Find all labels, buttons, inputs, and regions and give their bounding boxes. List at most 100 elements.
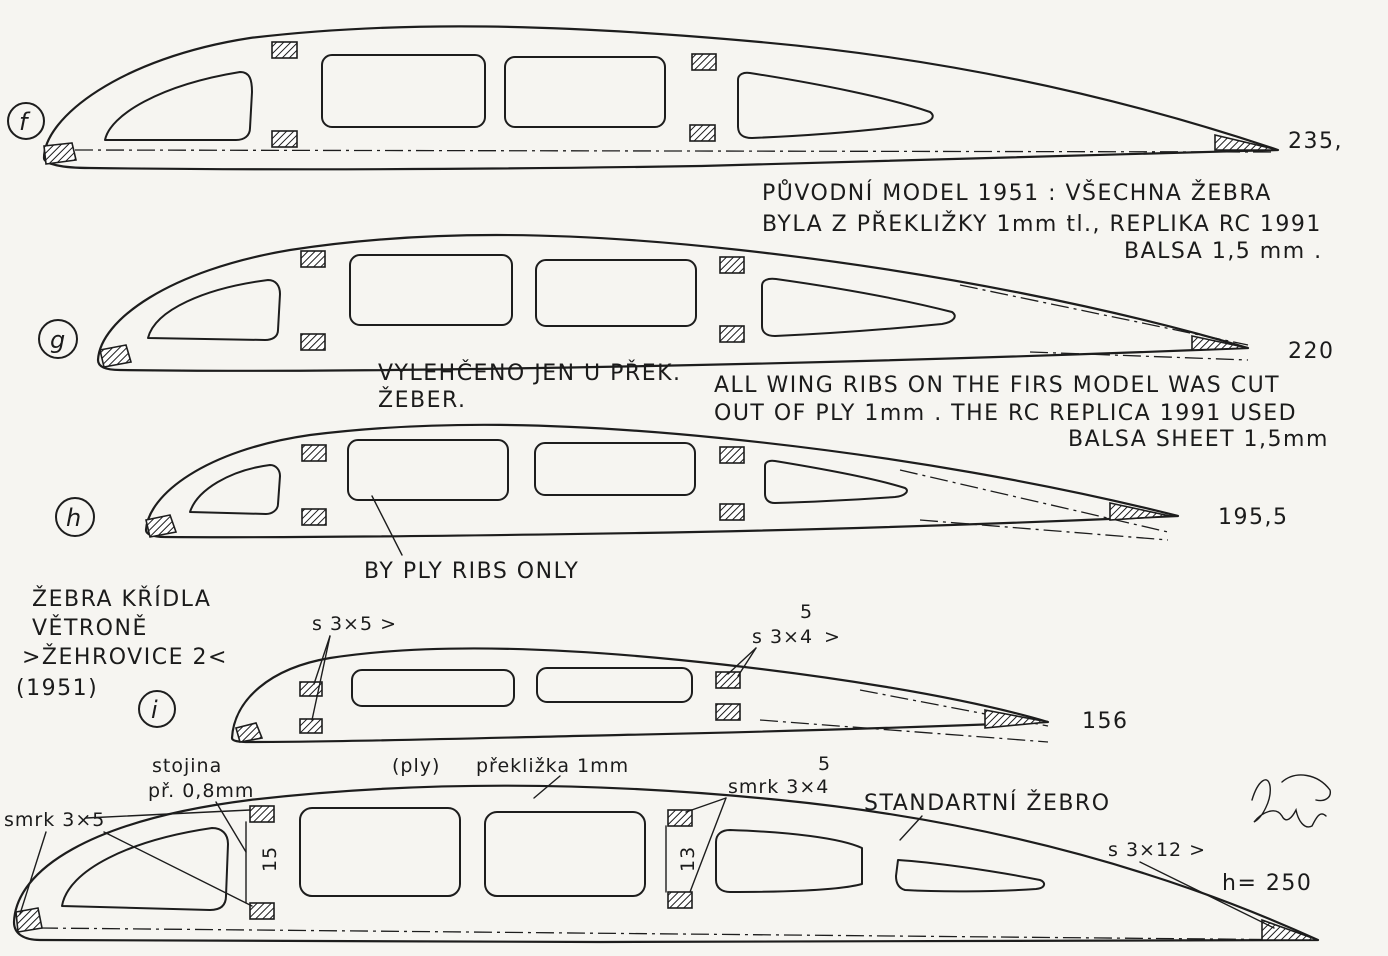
rib-g-cutout-3 bbox=[535, 259, 697, 327]
rib-standard-cutout-1 bbox=[61, 827, 229, 911]
czech-note-line-3: BALSA 1,5 mm . bbox=[1124, 239, 1323, 264]
rib-i-trailing-edge bbox=[984, 709, 1049, 729]
rib-i: i 156 s 3×5 > 5 s 3×4 > bbox=[138, 601, 1127, 744]
rib-standard-rear-spar-label: smrk 3×4 bbox=[728, 776, 829, 798]
rib-f-spar-rear-top bbox=[691, 53, 717, 71]
rib-h-outline bbox=[144, 423, 1180, 539]
rib-standard: 15 13 smrk 3×5 stojina př. 0,8mm (ply) p… bbox=[4, 753, 1320, 944]
rib-standard-ply-leader bbox=[533, 775, 561, 799]
rib-standard-cutout-2 bbox=[299, 807, 461, 897]
rib-standard-height: h= 250 bbox=[1222, 871, 1312, 896]
rib-f-leading-edge bbox=[43, 142, 77, 165]
rib-i-rear-spar-sup: 5 bbox=[800, 601, 813, 623]
rib-i-tag-circle bbox=[138, 690, 176, 728]
czech-cutout-line-2: ŽEBER. bbox=[378, 387, 466, 413]
rib-h-cutout-3 bbox=[534, 442, 696, 496]
drawing-title: ŽEBRA KŘÍDLA VĚTRONĚ >ŽEHROVICE 2< (1951… bbox=[16, 586, 228, 701]
rib-h-chordline-1 bbox=[899, 469, 1169, 533]
rib-h-tag: h bbox=[66, 504, 81, 532]
rib-f-outline bbox=[42, 25, 1280, 171]
rib-g-tag-circle bbox=[38, 319, 78, 359]
rib-g-spar-front-bottom bbox=[300, 333, 326, 351]
rib-g-trailing-edge bbox=[1191, 335, 1249, 351]
rib-standard-cutout-4 bbox=[715, 829, 863, 893]
rib-g: g 220 bbox=[38, 233, 1333, 372]
rib-h-cutout-4 bbox=[764, 459, 908, 504]
rib-standard-ply-label: překližka 1mm bbox=[476, 755, 629, 777]
rib-h-spar-rear-bottom bbox=[719, 503, 745, 521]
rib-g-leading-edge bbox=[99, 344, 133, 368]
rib-i-tag: i bbox=[151, 696, 158, 724]
rib-standard-front-spar-leader-2 bbox=[19, 831, 47, 915]
rib-i-outline bbox=[230, 647, 1050, 744]
rib-standard-title: STANDARTNÍ ŽEBRO bbox=[864, 790, 1111, 816]
rib-h-spar-front-top bbox=[301, 444, 327, 462]
rib-standard-web-leader bbox=[215, 801, 247, 853]
rib-standard-trailing-leader bbox=[1139, 861, 1275, 929]
rib-h-cutout-2 bbox=[347, 439, 509, 501]
rib-i-front-spar-label: s 3×5 > bbox=[312, 613, 397, 635]
rib-i-rear-spar-leader-1 bbox=[727, 647, 757, 675]
rib-f-length: 235, bbox=[1288, 129, 1343, 154]
rib-standard-front-spar-leader-1 bbox=[85, 809, 251, 819]
rib-f-tag-circle bbox=[7, 102, 45, 140]
rib-g-cutout-2 bbox=[349, 254, 513, 326]
title-line-3: >ŽEHROVICE 2< bbox=[22, 644, 228, 670]
rib-f: f 235, bbox=[7, 25, 1343, 171]
rib-standard-ply: (ply) bbox=[392, 755, 440, 777]
rib-standard-rear-spar-sup: 5 bbox=[818, 753, 831, 775]
rib-g-spar-front-top bbox=[300, 250, 326, 268]
rib-i-front-spar-leader-1 bbox=[313, 635, 331, 685]
rib-f-spar-front-bottom bbox=[271, 130, 298, 148]
czech-note-line-1: PŮVODNÍ MODEL 1951 : VŠECHNA ŽEBRA bbox=[762, 179, 1272, 206]
title-line-4: (1951) bbox=[16, 676, 98, 701]
rib-g-outline bbox=[96, 233, 1250, 372]
rib-h-chordline-2 bbox=[919, 519, 1169, 541]
rib-standard-spar-front-top bbox=[249, 805, 275, 823]
cutout-note: VYLEHČENO JEN U PŘEK. ŽEBER. bbox=[378, 360, 682, 413]
english-note-line-3: BALSA SHEET 1,5mm bbox=[1068, 427, 1329, 452]
rib-g-chordline-1 bbox=[959, 284, 1249, 346]
rib-i-rear-spar-label: s 3×4 bbox=[752, 626, 813, 648]
rib-i-spar-rear-top bbox=[715, 671, 741, 689]
czech-note: PŮVODNÍ MODEL 1951 : VŠECHNA ŽEBRA BYLA … bbox=[762, 179, 1323, 264]
title-line-1: ŽEBRA KŘÍDLA bbox=[32, 586, 211, 612]
rib-g-cutout-1 bbox=[147, 279, 281, 341]
rib-standard-rear-spar-leader-1 bbox=[685, 797, 727, 813]
rib-i-spar-rear-bottom bbox=[715, 703, 741, 721]
rib-standard-web-label-1: stojina bbox=[152, 755, 222, 777]
rib-f-cutout-4 bbox=[737, 71, 934, 139]
rib-h-leading-edge bbox=[145, 514, 178, 538]
rib-standard-leading-edge bbox=[15, 907, 43, 933]
english-note: ALL WING RIBS ON THE FIRS MODEL WAS CUT … bbox=[714, 373, 1329, 452]
rib-h-trailing-edge bbox=[1109, 502, 1171, 521]
rib-standard-outline bbox=[12, 784, 1320, 944]
rib-standard-trailing-edge bbox=[1261, 918, 1319, 941]
rib-f-spar-front-top bbox=[271, 41, 298, 59]
rib-standard-chordline bbox=[39, 927, 1319, 941]
rib-h-length: 195,5 bbox=[1218, 505, 1288, 530]
rib-f-tag: f bbox=[19, 108, 31, 136]
rib-h-spar-rear-top bbox=[719, 446, 745, 464]
rib-h-tag-circle bbox=[55, 497, 95, 537]
rib-standard-front-spar-label: smrk 3×5 bbox=[4, 809, 105, 831]
rib-i-cutout-1 bbox=[351, 669, 515, 707]
czech-cutout-line-1: VYLEHČENO JEN U PŘEK. bbox=[378, 360, 682, 386]
rib-i-cutout-2 bbox=[536, 667, 693, 703]
rib-standard-web-label-2: př. 0,8mm bbox=[148, 780, 254, 802]
rib-standard-cutout-5 bbox=[895, 859, 1046, 893]
rib-i-spar-front-top bbox=[299, 681, 323, 697]
title-line-2: VĚTRONĚ bbox=[32, 615, 148, 641]
czech-note-line-2: BYLA Z PŘEKLIŽKY 1mm tl., REPLIKA RC 199… bbox=[762, 211, 1322, 237]
english-cutout-note: BY PLY RIBS ONLY bbox=[364, 559, 579, 584]
rib-standard-front-spar-leader-3 bbox=[103, 831, 253, 907]
rib-i-front-spar-leader-2 bbox=[311, 635, 331, 721]
rib-i-chordline-2 bbox=[759, 719, 1049, 743]
ply-only-leader bbox=[371, 495, 403, 556]
rib-i-spar-front-bottom bbox=[299, 718, 323, 734]
rib-g-spar-rear-bottom bbox=[719, 325, 745, 343]
rib-g-tag: g bbox=[50, 326, 65, 354]
rib-g-spar-rear-top bbox=[719, 256, 745, 274]
rib-standard-trailing-label: s 3×12 > bbox=[1108, 839, 1206, 861]
